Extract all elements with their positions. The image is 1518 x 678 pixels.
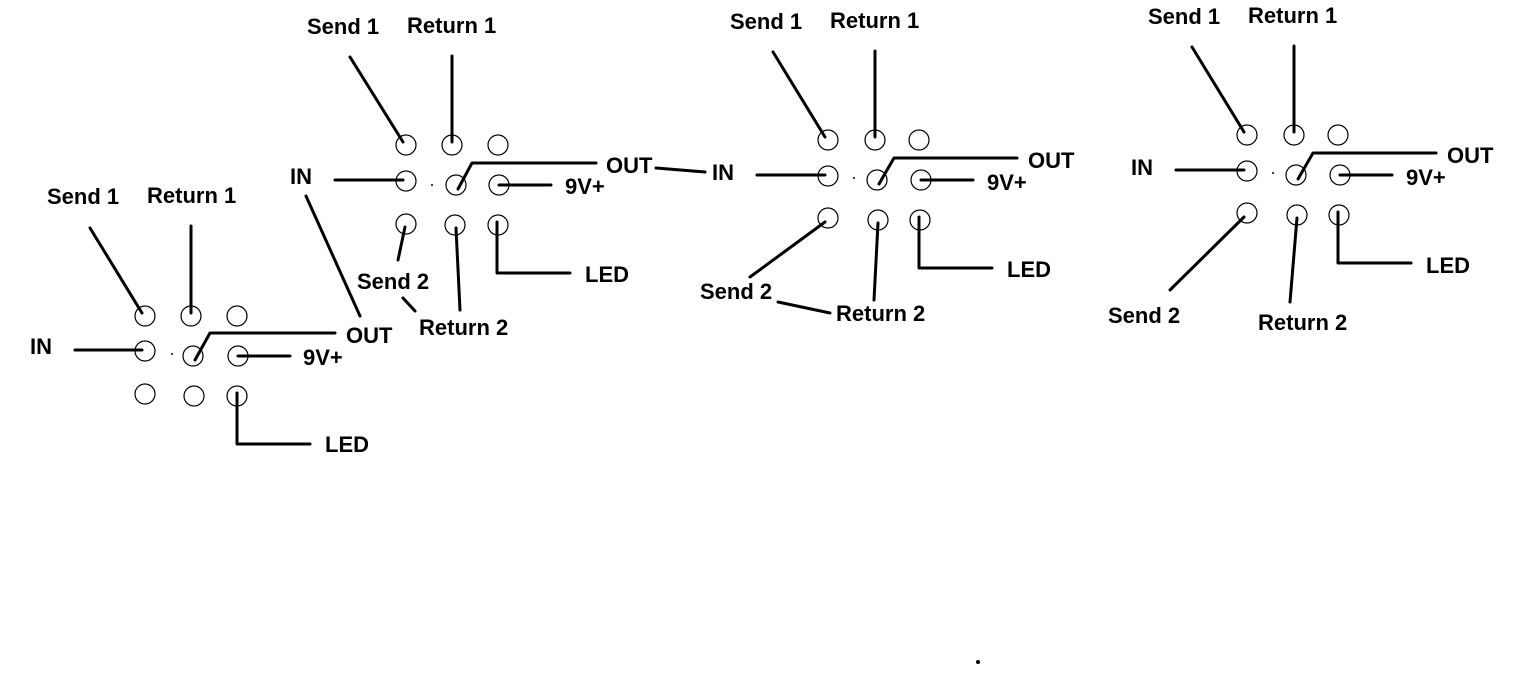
wire-out [456,161,598,191]
wire-return2-tick [401,296,417,313]
wire-led [1336,210,1413,265]
label-send1: Send 1 [730,9,802,34]
label-send2: Send 2 [1108,303,1180,328]
pad-send2 [817,207,839,229]
label-out: OUT [346,323,393,348]
wire-send2 [1168,215,1246,292]
wire-out [877,156,1019,186]
pad-out [1285,164,1307,186]
wire-out [1296,151,1438,181]
label-9v: 9V+ [987,170,1027,195]
pad-grid [134,305,249,407]
pad-out [182,345,204,367]
wire-led [235,391,312,446]
wire-send1 [771,50,827,139]
wire-return2 [1288,216,1299,304]
label-return2: Return 2 [836,301,925,326]
wire-in-to-board1-out [304,194,362,318]
label-return1: Return 1 [407,13,496,38]
label-led: LED [1007,257,1051,282]
label-in: IN [1131,155,1153,180]
pad-grid [1236,124,1351,226]
wire-send1 [88,226,144,315]
wire-led [917,215,994,270]
label-return1: Return 1 [147,183,236,208]
center-dot [1272,172,1274,174]
pad-out [445,174,467,196]
wire-send2 [748,220,827,279]
pad-grid [817,129,932,231]
wire-led [495,220,572,275]
pad-out [866,169,888,191]
label-send1: Send 1 [47,184,119,209]
pad-send1 [134,305,156,327]
wire-return2-link [776,300,832,315]
label-in: IN [712,160,734,185]
label-led: LED [585,262,629,287]
pad-top-right [908,129,930,151]
wire-out [193,331,337,362]
switch-board-3: Send 1 Return 1 IN OUT 9V+ LED Send 2 Re… [700,8,1075,326]
label-in: IN [30,334,52,359]
label-send1: Send 1 [307,14,379,39]
wires [73,224,337,446]
label-led: LED [325,432,369,457]
label-return2: Return 2 [419,315,508,340]
label-led: LED [1426,253,1470,278]
wire-return2 [872,221,880,302]
label-out: OUT [1447,143,1494,168]
wires [304,54,598,318]
stray-dot [976,660,980,664]
pad-top-right [487,134,509,156]
pad-send1 [395,134,417,156]
wires [748,49,1019,315]
pad-send2 [395,213,417,235]
center-dot [853,177,855,179]
wire-send1 [348,55,405,144]
label-return1: Return 1 [1248,3,1337,28]
pad-bottom-left [134,383,156,405]
pad-send1 [817,129,839,151]
label-9v: 9V+ [303,345,343,370]
label-out: OUT [1028,148,1075,173]
label-send2: Send 2 [357,269,429,294]
pad-top-right [226,305,248,327]
wire-return2 [454,226,462,312]
center-dot [431,184,433,186]
label-9v: 9V+ [565,174,605,199]
pad-grid [395,134,510,236]
switch-board-1: Send 1 Return 1 IN OUT 9V+ LED [30,183,393,457]
label-return1: Return 1 [830,8,919,33]
pad-top-right [1327,124,1349,146]
label-send1: Send 1 [1148,4,1220,29]
pad-bottom-mid [183,385,205,407]
wire-send2 [396,225,407,262]
wires [1168,44,1438,304]
label-return2: Return 2 [1258,310,1347,335]
label-out: OUT [606,153,653,178]
switch-board-2: Send 1 Return 1 IN OUT 9V+ LED Send 2 Re… [290,13,653,340]
label-send2: Send 2 [700,279,772,304]
switch-board-4: Send 1 Return 1 IN OUT 9V+ LED Send 2 Re… [1108,3,1494,335]
pad-send1 [1236,124,1258,146]
label-9v: 9V+ [1406,165,1446,190]
wire-board2-out-to-board3-in [654,166,707,174]
pad-send2 [1236,202,1258,224]
wire-send1 [1190,45,1246,134]
label-in: IN [290,164,312,189]
center-dot [171,353,173,355]
